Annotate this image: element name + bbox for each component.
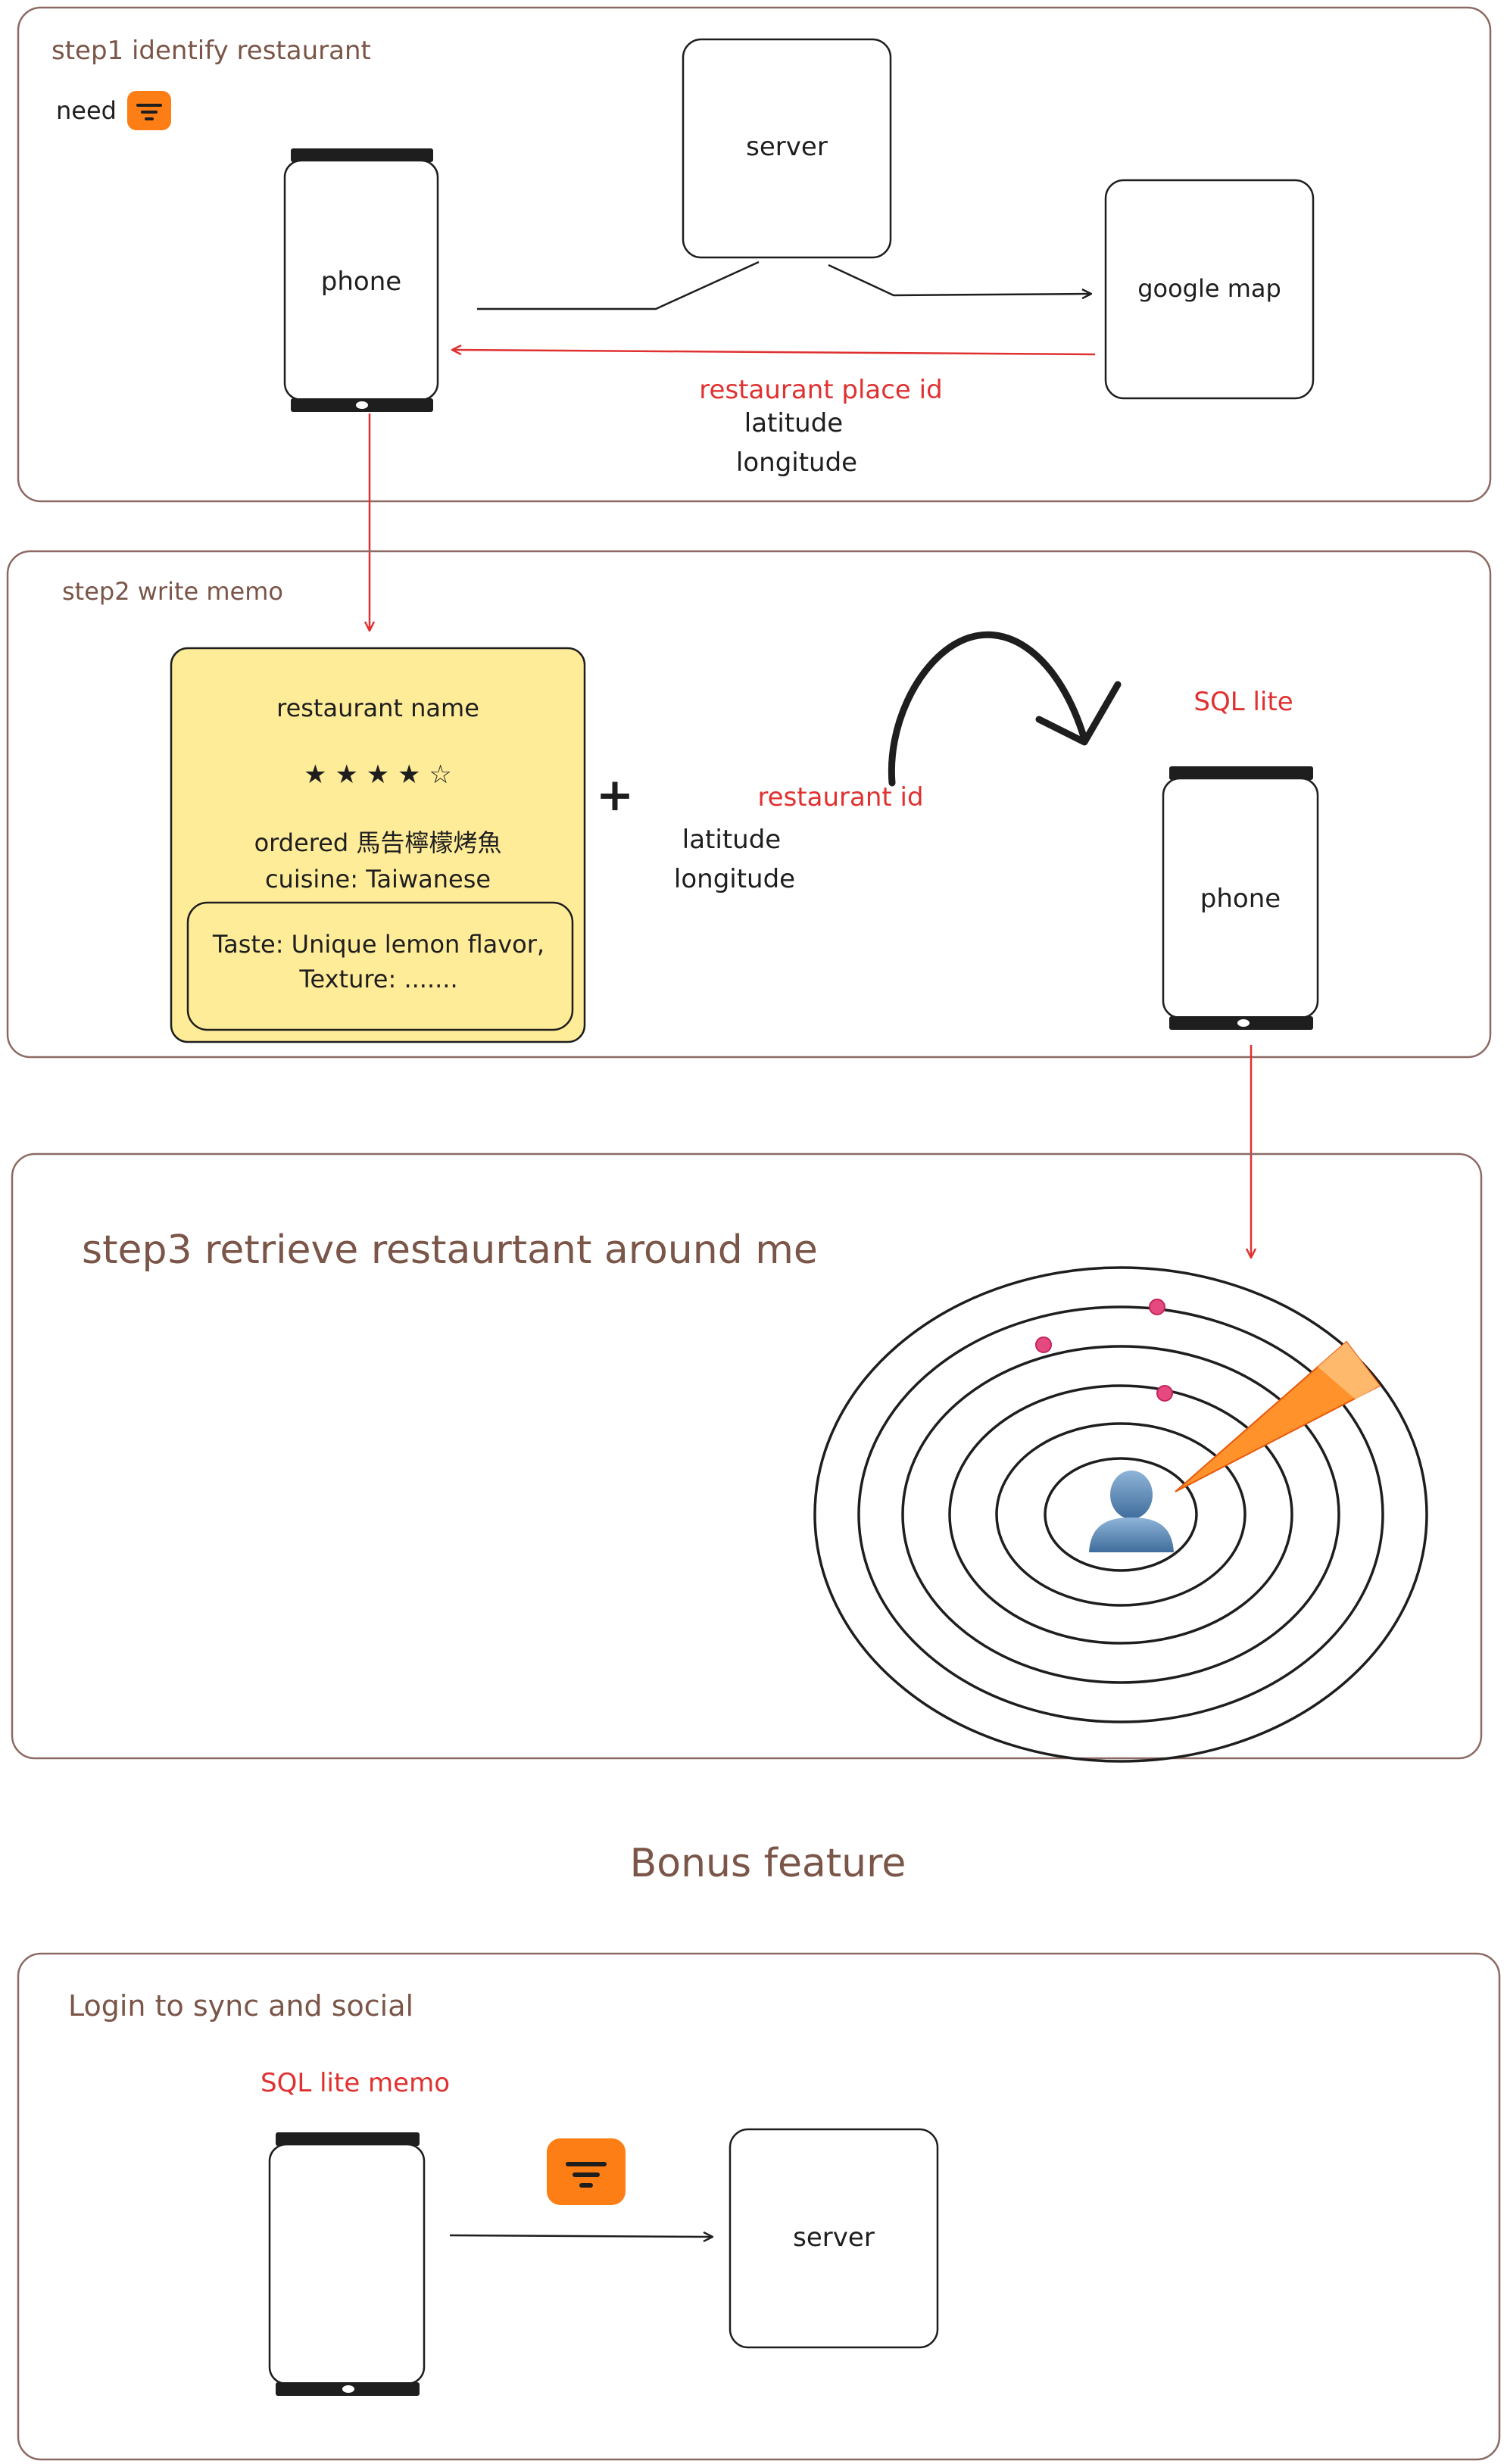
restaurant-dot — [1156, 1385, 1173, 1402]
step2-frame — [6, 550, 1492, 1059]
step3-frame — [11, 1152, 1483, 1760]
return-label-latitude: latitude — [744, 408, 843, 438]
radar-ring — [948, 1384, 1293, 1645]
bonus-frame — [17, 1952, 1501, 2461]
memo-rating-stars: ★ ★ ★ ★ ☆ — [304, 759, 452, 790]
phone-label: phone — [321, 267, 401, 297]
return-label-place-id: restaurant place id — [699, 375, 942, 405]
restaurant-dots — [1035, 1299, 1173, 1402]
restaurant-dot — [1035, 1336, 1052, 1353]
memo-cuisine: cuisine: Taiwanese — [265, 865, 491, 894]
sync-arrow — [449, 2235, 712, 2237]
step1-frame — [17, 6, 1492, 503]
bonus-title: Login to sync and social — [68, 1989, 413, 2023]
memo-ordered: ordered 馬告檸檬烤魚 — [254, 828, 502, 857]
radar-ring — [901, 1345, 1340, 1684]
memo-note-box — [186, 901, 574, 1031]
step1-title: step1 identify restaurant — [51, 36, 371, 66]
bonus-server-box — [729, 2128, 939, 2349]
radar-ring — [813, 1266, 1428, 1763]
response-arrow — [453, 350, 1096, 356]
return-label-longitude: longitude — [736, 448, 857, 478]
bonus-phone-device — [268, 2132, 426, 2396]
step3-title: step3 retrieve restaurtant around me — [82, 1227, 818, 1273]
radar-sweep — [1175, 1340, 1381, 1492]
field-longitude: longitude — [674, 864, 795, 894]
step2-title: step2 write memo — [62, 577, 283, 606]
field-restaurant-id: restaurant id — [757, 782, 923, 812]
radar-map — [813, 1266, 1428, 1763]
need-label: need — [56, 96, 117, 125]
memo-note-line-1: Taste: Unique lemon flavor, — [212, 930, 544, 959]
phone-device — [283, 148, 439, 412]
bonus-sql-label: SQL lite memo — [261, 2068, 450, 2098]
save-curve-arrow — [888, 631, 1122, 787]
radar-ring — [995, 1422, 1246, 1607]
request-arrow — [477, 260, 1090, 310]
wifi-icon — [127, 91, 171, 130]
google-map-label: google map — [1137, 274, 1281, 303]
sql-lite-label: SQL lite — [1193, 687, 1293, 717]
phone-storage-label: phone — [1200, 884, 1281, 914]
restaurant-dot — [1149, 1299, 1165, 1315]
memo-card — [170, 647, 586, 1043]
memo-restaurant-name: restaurant name — [276, 694, 479, 722]
radar-ring — [857, 1305, 1384, 1723]
server-label: server — [746, 132, 828, 162]
bonus-server-label: server — [793, 2222, 875, 2253]
user-icon — [1089, 1471, 1174, 1552]
server-box — [682, 38, 892, 259]
wifi-icon — [547, 2138, 626, 2205]
bonus-heading: Bonus feature — [630, 1841, 906, 1886]
radar-ring — [1044, 1457, 1198, 1572]
google-map-box — [1104, 179, 1315, 400]
field-latitude: latitude — [682, 825, 781, 855]
plus-sign: + — [596, 769, 634, 822]
phone-device-storage — [1162, 766, 1319, 1030]
memo-note-line-2: Texture: ....... — [298, 965, 457, 993]
